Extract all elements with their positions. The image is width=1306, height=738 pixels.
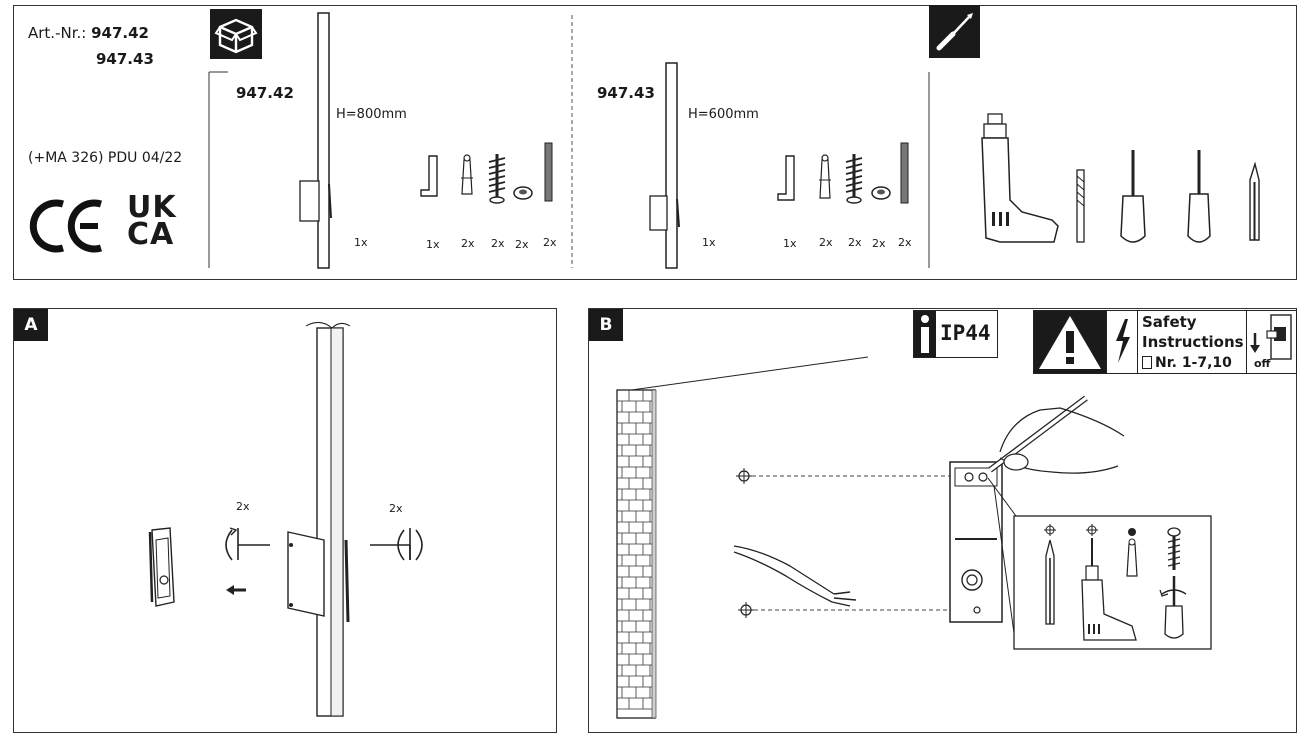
art-number-1: 947.42 [91,24,149,42]
detail-screwdriver-icon [1159,527,1187,639]
step-a-rotate-left-qty: 2x [236,500,250,513]
variant-a-qty-screw: 2x [491,237,505,250]
flat-screwdriver-icon [1187,150,1211,243]
electric-shock-icon [1106,311,1138,373]
circuit-breaker-icon [1250,314,1292,360]
ukca-line-1: UK [127,190,177,225]
art-label: Art.-Nr.: [28,24,87,42]
art-number-block: Art.-Nr.: 947.42 [28,24,149,42]
variant-a-height: H=800mm [336,107,407,122]
variant-b-qty-plug: 2x [819,236,833,249]
variant-b-qty-key: 1x [783,237,797,250]
hex-key-icon [777,155,795,201]
variant-b-height: H=600mm [688,107,759,122]
pencil-icon [1249,161,1260,241]
brick-wall [616,389,657,719]
power-switch-block: off [1246,311,1296,373]
ip-rating: IP44 [940,321,991,345]
package-icon [210,9,262,59]
variant-b-qty-rod: 2x [898,236,912,249]
safety-title: Safety Instructions [1142,312,1244,352]
drill-bit-icon [1076,169,1085,243]
warning-icon [1034,311,1106,373]
safety-ref: Nr. 1-7,10 [1155,355,1232,371]
wall-plug-icon [819,154,831,199]
step-b-panel [588,308,1297,733]
screw-icon [488,154,506,204]
washer-icon [513,186,533,200]
hand-with-pencil [988,395,1125,474]
detail-pencil-icon [1044,524,1056,625]
drill-icon [981,113,1059,243]
variant-a-qty-washer: 2x [515,238,529,251]
variant-a-qty-lamp: 1x [354,236,368,249]
ukca-line-2: CA [127,217,175,252]
threaded-rod-icon [900,142,909,204]
step-a-rotate-right-qty: 2x [389,502,403,515]
phillips-screwdriver-icon [1120,150,1146,243]
detail-drill-icon [1081,524,1137,641]
ukca-mark: UK CA [127,190,177,252]
variant-a-qty-rod: 2x [543,236,557,249]
art-number-2: 947.43 [96,50,154,68]
safety-ref-row: Nr. 1-7,10 [1142,355,1232,371]
cable [733,545,857,607]
tools-header-icon [929,5,980,58]
safety-title-line-1: Safety [1142,313,1197,331]
wall-bracket [949,461,1003,623]
doc-code: (+MA 326) PDU 04/22 [28,150,183,166]
drill-mark-bottom [738,602,754,618]
variant-b-qty-lamp: 1x [702,236,716,249]
ip-rating-badge: IP44 [913,310,998,358]
variant-b-qty-washer: 2x [872,237,886,250]
washer-icon [871,186,891,200]
hex-key-icon [420,155,438,197]
detail-plug-icon [1126,528,1138,577]
top-panel [13,5,1297,280]
screw-icon [845,154,863,204]
safety-title-line-2: Instructions [1142,333,1244,351]
manual-icon [1142,356,1152,369]
drill-mark-top [736,468,752,484]
step-b-label: B [589,309,623,341]
info-icon [914,311,936,357]
threaded-rod-icon [544,142,553,202]
step-a-label: A [14,309,48,341]
wall-plug-icon [461,154,473,195]
variant-b-model: 947.43 [597,84,655,102]
variant-b-qty-screw: 2x [848,236,862,249]
safety-block: Safety Instructions Nr. 1-7,10 off [1033,310,1297,374]
variant-a-qty-key: 1x [426,238,440,251]
variant-a-model: 947.42 [236,84,294,102]
power-state: off [1254,357,1271,370]
step-a-panel [13,308,557,733]
variant-a-qty-plug: 2x [461,237,475,250]
